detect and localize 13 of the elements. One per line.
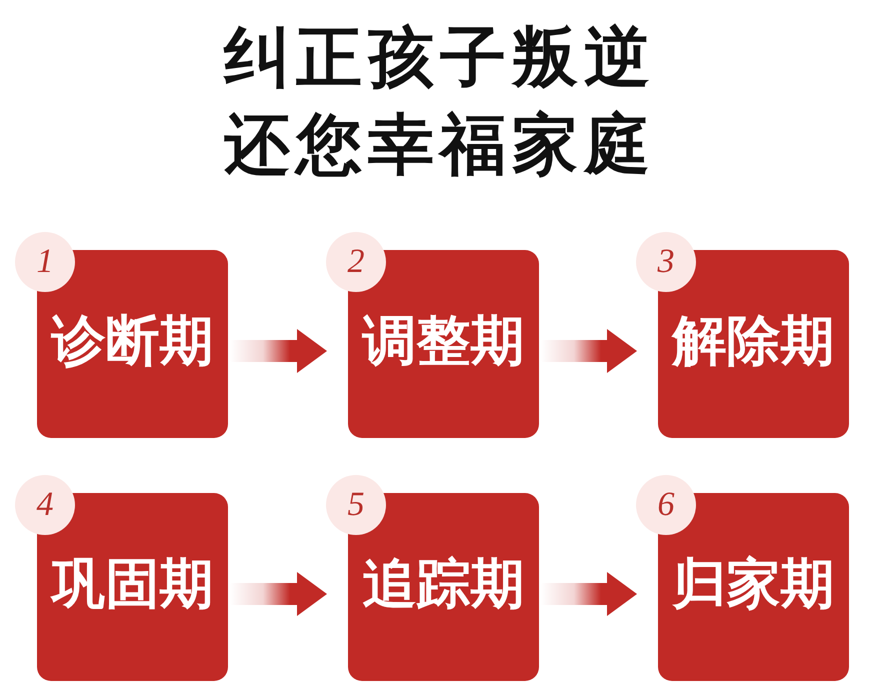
number-badge: 2	[326, 232, 386, 292]
number-badge: 4	[15, 475, 75, 535]
stage-label: 归家期	[672, 553, 834, 615]
title: 纠正孩子叛逆还您幸福家庭	[222, 18, 657, 185]
number-badge: 6	[636, 475, 696, 535]
stage-label: 巩固期	[52, 553, 214, 615]
number-badge: 1	[15, 232, 75, 292]
number-badge: 3	[636, 232, 696, 292]
stage-label: 诊断期	[52, 310, 214, 372]
stage-label: 追踪期	[362, 553, 524, 615]
stage-label: 解除期	[672, 310, 834, 372]
stage-label: 调整期	[362, 310, 524, 372]
number-badge: 5	[326, 475, 386, 535]
